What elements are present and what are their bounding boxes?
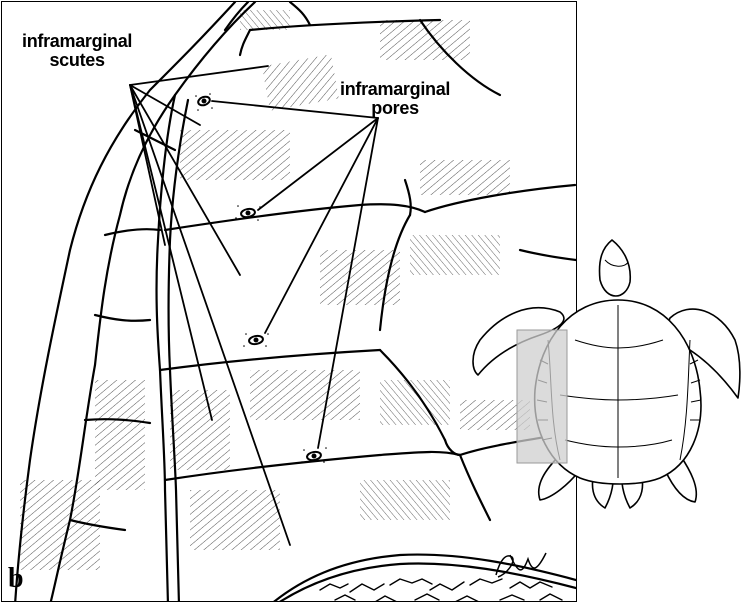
highlight-region [517, 330, 567, 463]
